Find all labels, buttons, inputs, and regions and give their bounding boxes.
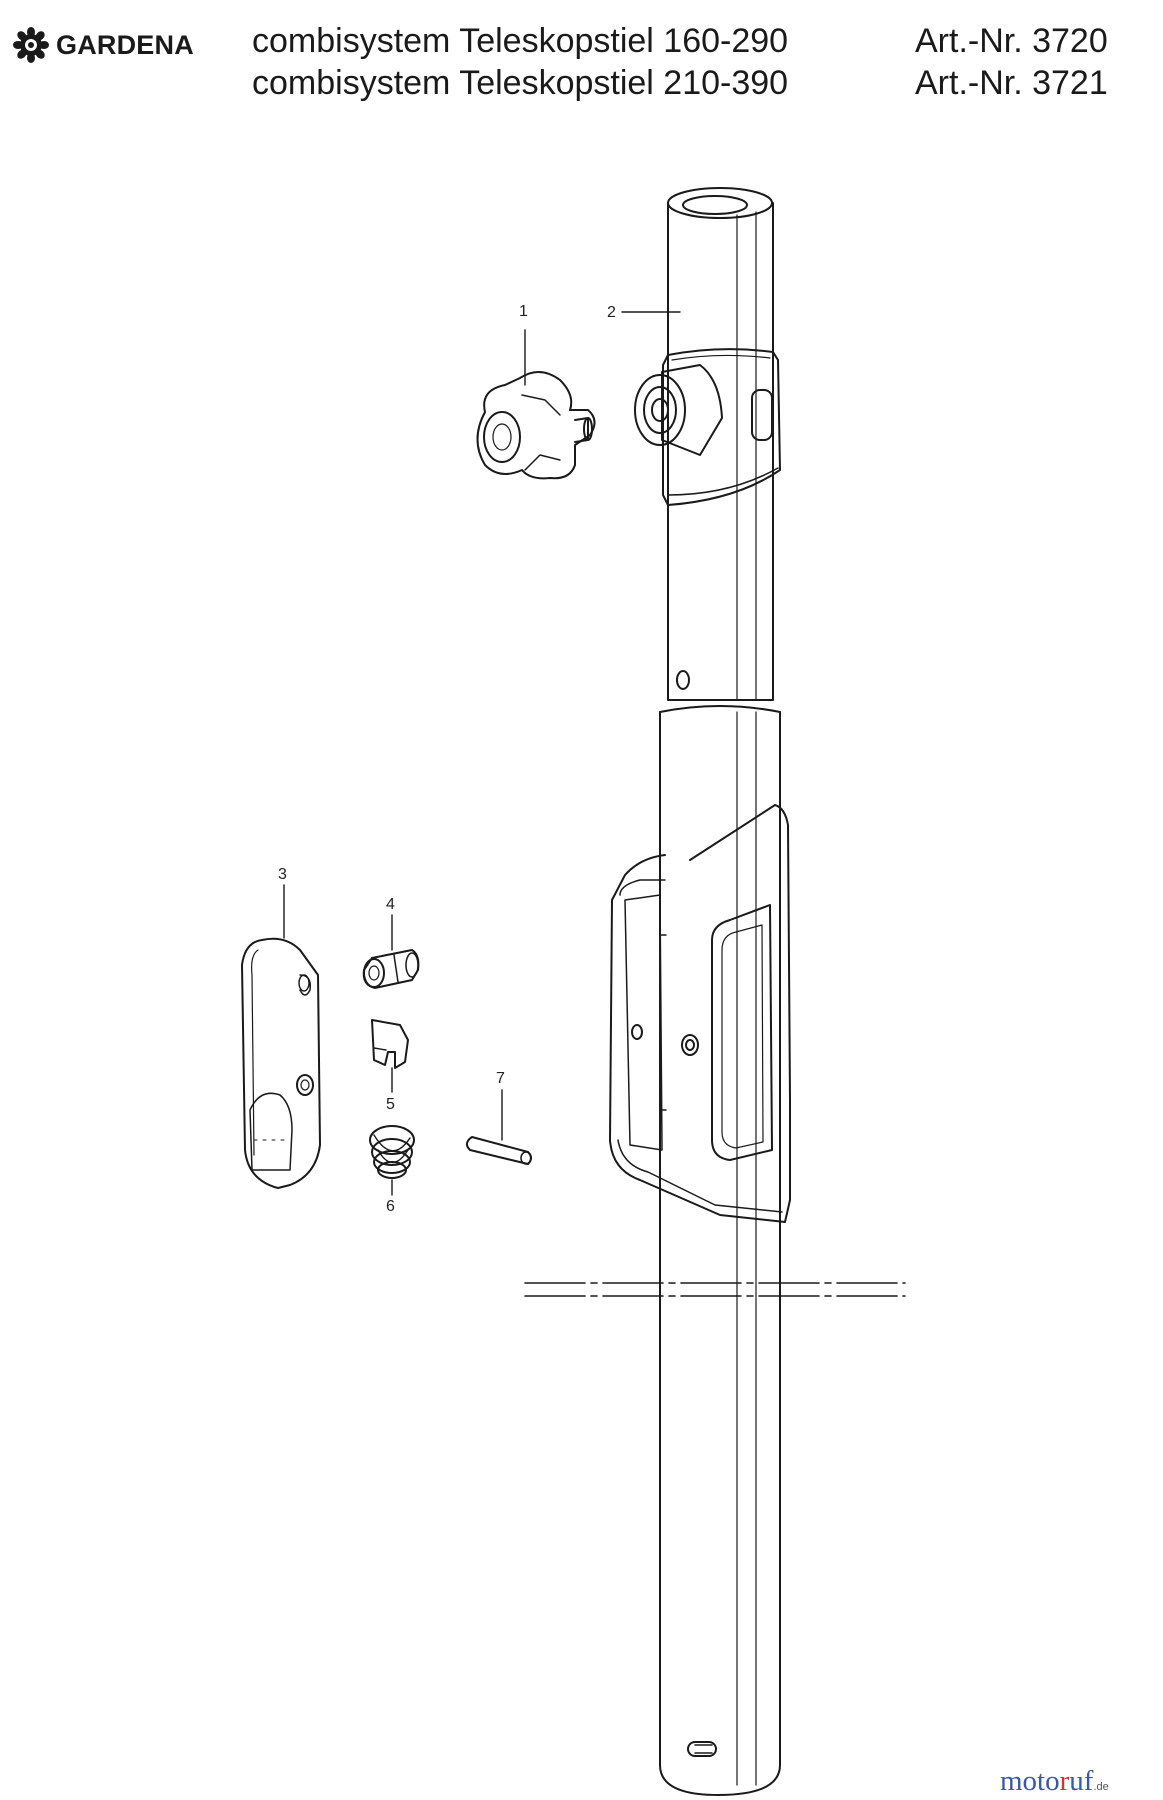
handle-grip xyxy=(609,804,791,1223)
watermark-suffix: .de xyxy=(1093,1781,1109,1793)
part-5-clip xyxy=(371,1019,409,1069)
part-7-pin xyxy=(466,1136,532,1165)
callout-1: 1 xyxy=(519,303,528,320)
leader-lines xyxy=(283,311,681,1196)
article-number-2: Art.-Nr. 3721 xyxy=(915,64,1108,102)
callout-7: 7 xyxy=(496,1070,505,1087)
callout-4: 4 xyxy=(386,896,395,913)
motoruf-watermark: motoruf.de xyxy=(1000,1765,1109,1798)
callout-2: 2 xyxy=(607,304,616,321)
product-title-1: combisystem Teleskopstiel 160-290 xyxy=(252,22,789,60)
callout-6: 6 xyxy=(386,1198,395,1215)
part-1-star-knob xyxy=(476,371,596,480)
article-number-1: Art.-Nr. 3720 xyxy=(915,22,1108,60)
gardena-logo-icon xyxy=(13,27,49,63)
watermark-part-3: uf xyxy=(1069,1765,1094,1797)
document-header: GARDENA combisystem Teleskopstiel 160-29… xyxy=(0,0,1163,120)
break-line xyxy=(524,1282,906,1297)
part-4-lever-bolt xyxy=(362,949,420,989)
part-3-cover xyxy=(241,937,321,1189)
lower-tube xyxy=(659,705,781,1796)
gardena-logo: GARDENA xyxy=(12,26,194,64)
watermark-part-2: r xyxy=(1059,1765,1070,1797)
callout-3: 3 xyxy=(278,866,287,883)
callout-5: 5 xyxy=(386,1096,395,1113)
part-6-spring xyxy=(369,1125,415,1179)
watermark-part-1: moto xyxy=(1000,1765,1060,1797)
part-2-upper-tube xyxy=(634,187,781,701)
product-title-2: combisystem Teleskopstiel 210-390 xyxy=(252,64,789,102)
brand-name: GARDENA xyxy=(56,29,194,60)
